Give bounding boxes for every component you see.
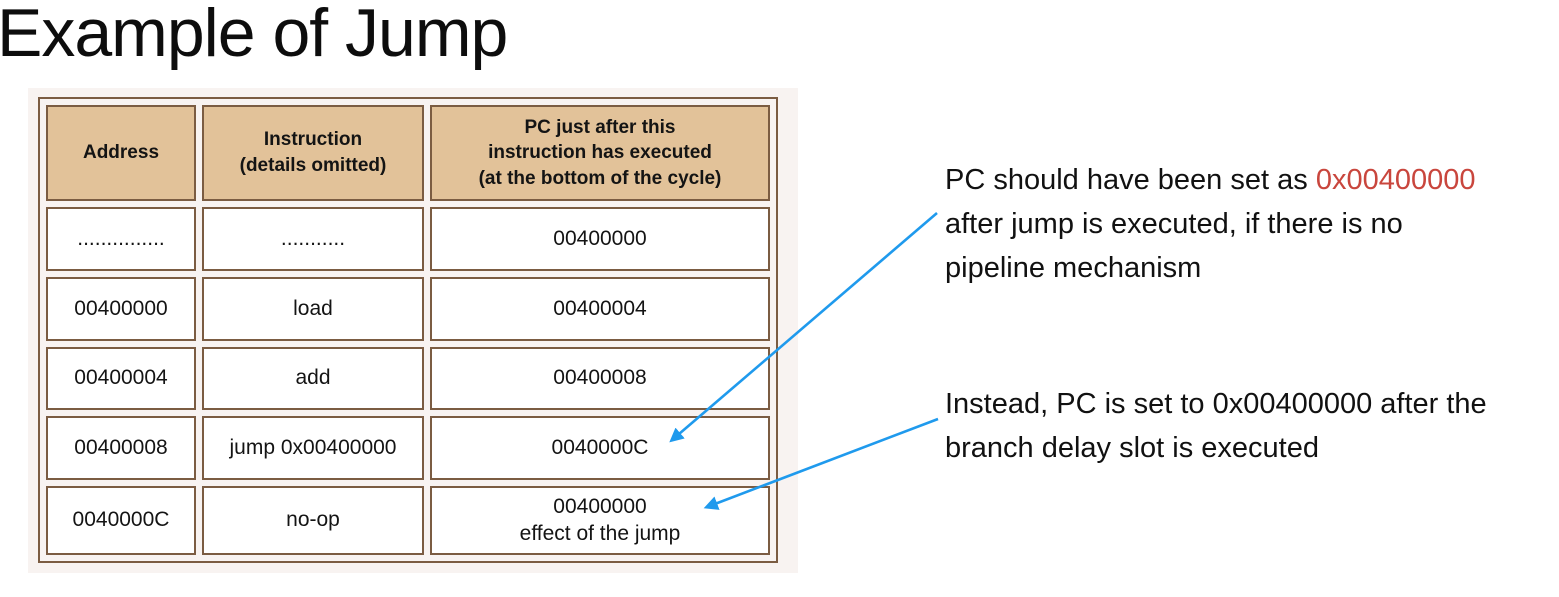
- table-cell: 00400004: [46, 346, 196, 411]
- table-cell: 00400000 effect of the jump: [430, 486, 770, 555]
- table-cell: 00400008: [46, 416, 196, 481]
- highlighted-address-text: 0x00400000: [1315, 164, 1476, 196]
- header-cell: Address: [46, 105, 196, 201]
- table-cell: 00400008: [430, 346, 770, 411]
- page-title: Example of Jump: [0, 0, 508, 71]
- table-row: ..........................00400000: [46, 207, 770, 271]
- header-cell: Instruction (details omitted): [202, 105, 424, 201]
- table-cell: 00400000: [430, 207, 770, 271]
- annotation-branch-delay: Instead, PC is set to 0x00400000 after t…: [945, 382, 1493, 470]
- table-cell: ...........: [202, 207, 424, 271]
- annotation-no-pipeline: PC should have been set as 0x00400000 af…: [945, 158, 1493, 290]
- table-cell: load: [202, 276, 424, 341]
- table-cell: 00400004: [430, 276, 770, 341]
- table-cell: 0040000C: [430, 416, 770, 481]
- table-cell: 0040000C: [46, 486, 196, 555]
- annotation-text: after jump is executed, if there is no p…: [945, 208, 1403, 284]
- header-cell: PC just after this instruction has execu…: [430, 105, 770, 201]
- table-cell: no-op: [202, 486, 424, 555]
- table-cell: ...............: [46, 207, 196, 271]
- table-cell: add: [202, 346, 424, 411]
- table-cell: 00400000: [46, 276, 196, 341]
- annotation-text: PC should have been set as: [945, 164, 1316, 196]
- annotation-text: Instead, PC is set to 0x00400000 after t…: [945, 388, 1487, 464]
- table-cell: jump 0x00400000: [202, 416, 424, 481]
